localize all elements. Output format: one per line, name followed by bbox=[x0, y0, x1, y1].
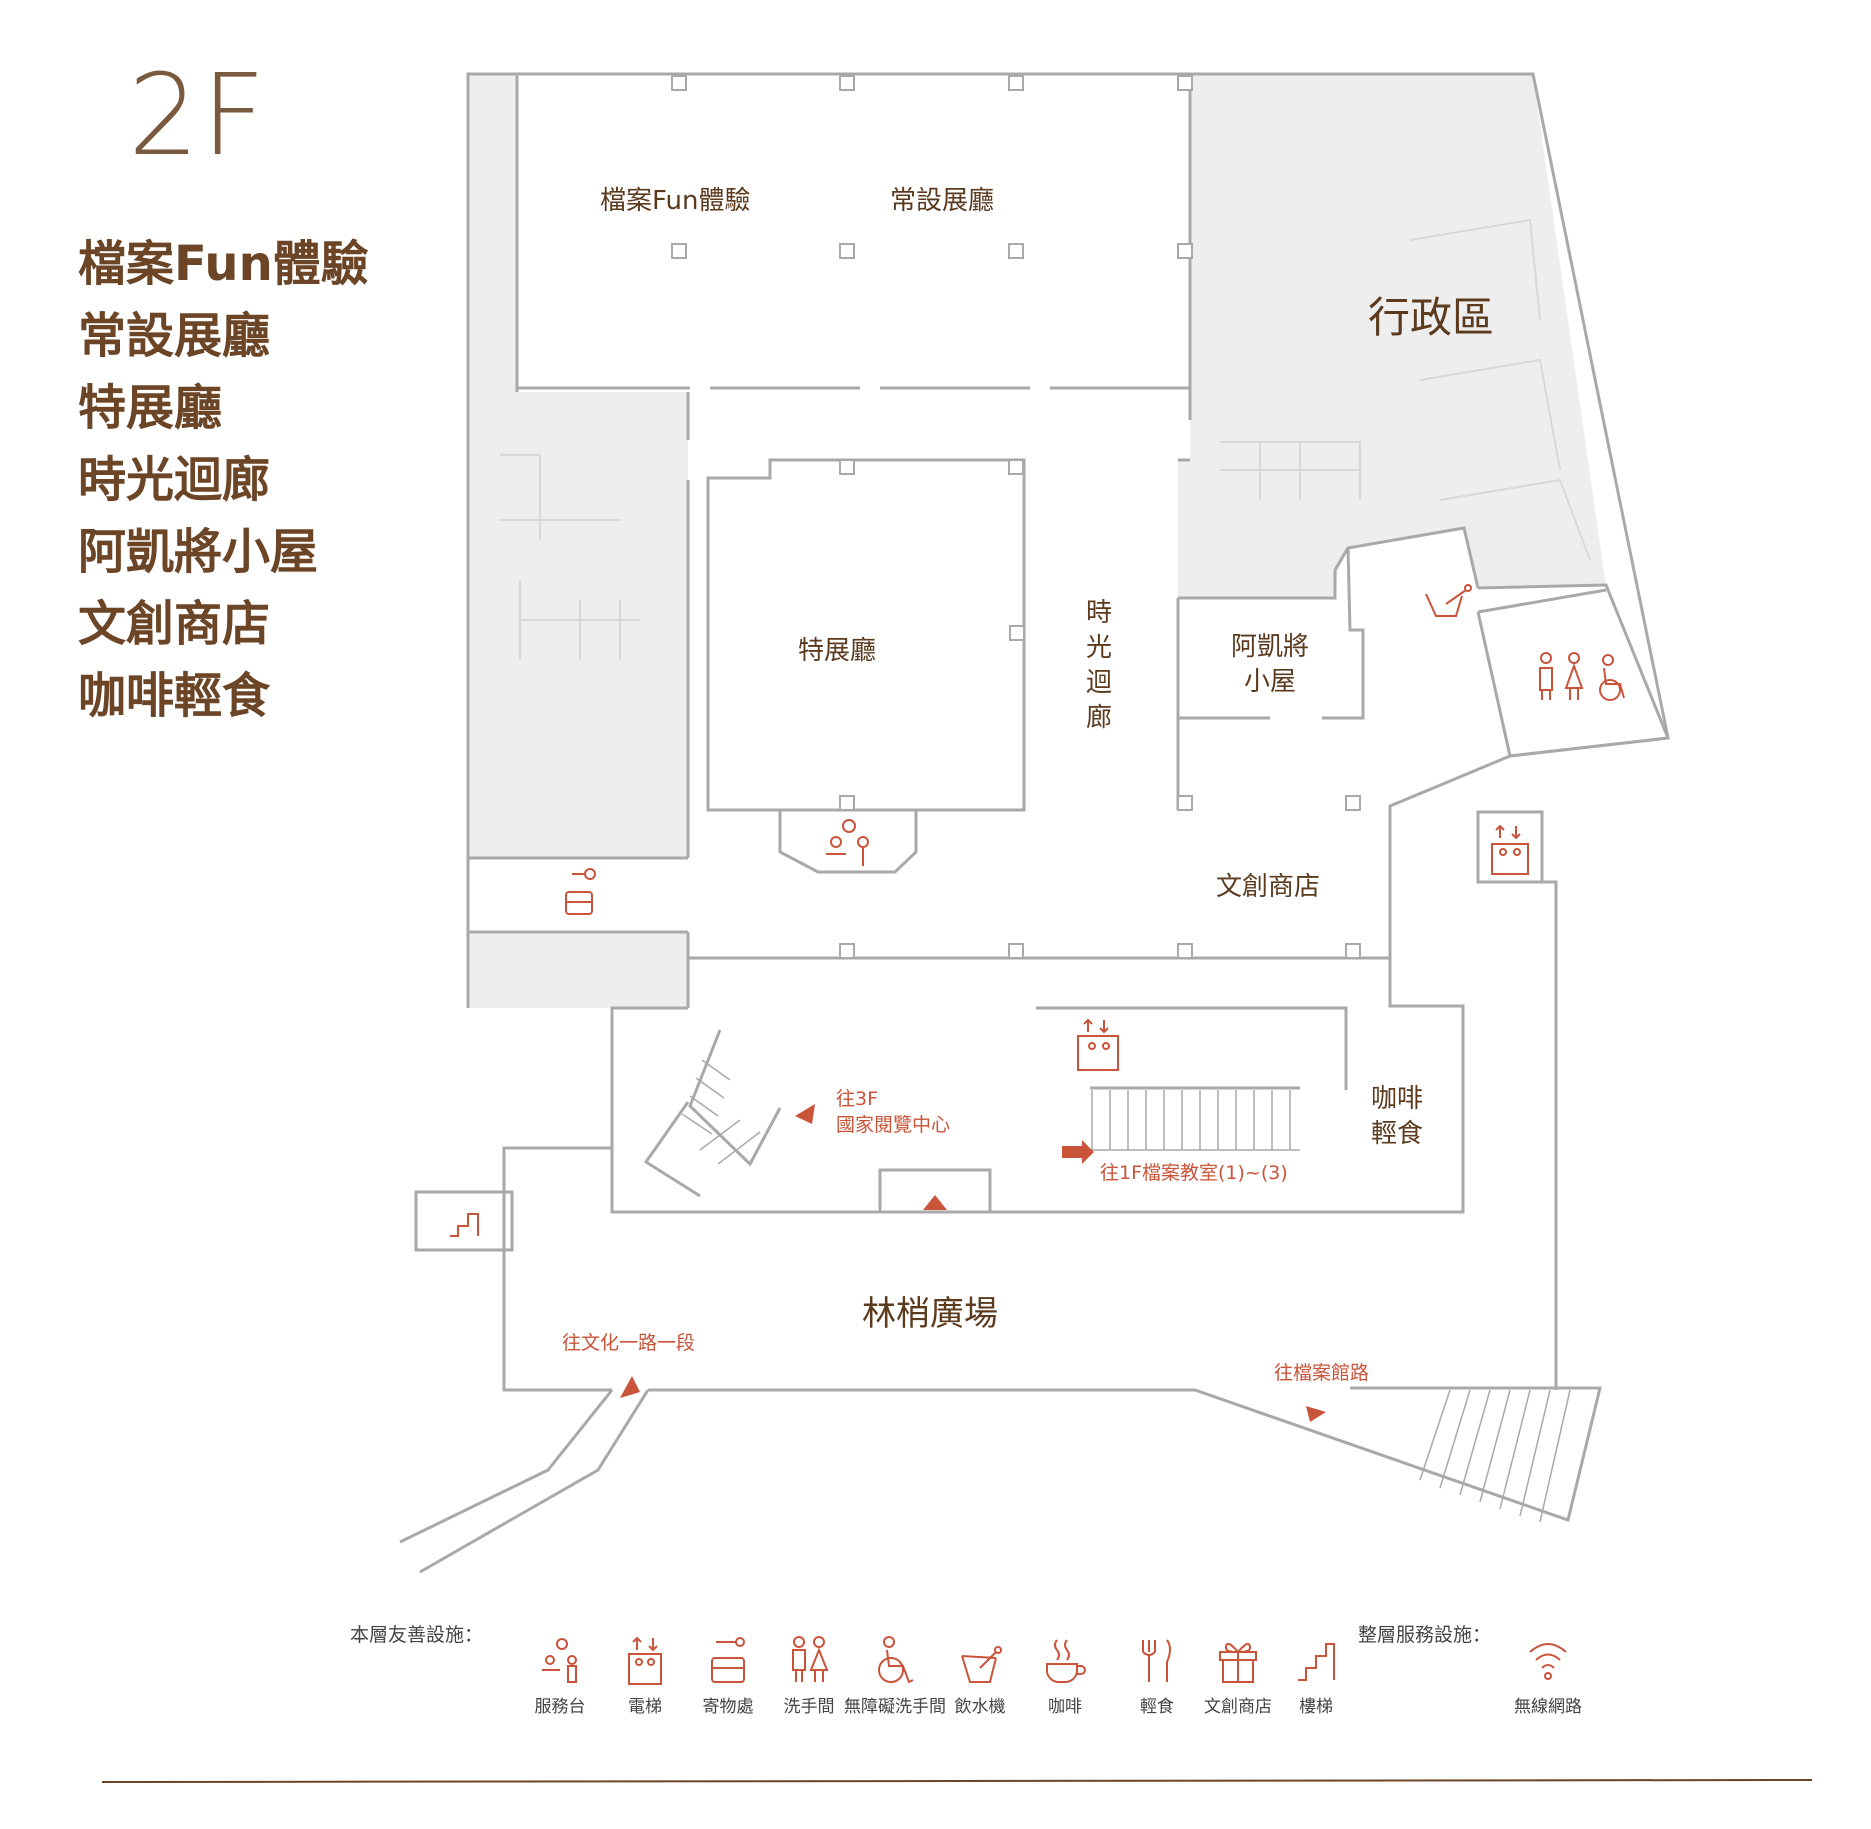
legend-all-title: 整層服務設施： bbox=[1358, 1624, 1492, 1646]
floor-index-item: 咖啡輕食 bbox=[78, 668, 271, 724]
restroom-icon bbox=[792, 1636, 829, 1682]
gift-icon bbox=[1219, 1642, 1257, 1683]
arrows bbox=[620, 1104, 1326, 1422]
columns bbox=[671, 75, 1361, 959]
legend-floor-title: 本層友善設施： bbox=[350, 1624, 484, 1646]
legend-item-restroom: 洗手間 bbox=[754, 1636, 864, 1718]
locker-icon bbox=[565, 868, 596, 915]
floor-index-item: 常設展廳 bbox=[78, 308, 271, 364]
locker-icon bbox=[711, 1637, 745, 1683]
legend-item-elevator: 電梯 bbox=[590, 1636, 700, 1718]
coffee-icon bbox=[1046, 1639, 1086, 1684]
legend-item-light-meal: 輕食 bbox=[1102, 1636, 1212, 1718]
accessible-restroom-icon bbox=[878, 1636, 914, 1684]
room-label-fun: 檔案Fun體驗 bbox=[600, 186, 751, 216]
room-label-corridor: 時光迴廊 bbox=[1085, 598, 1112, 733]
restroom-icon bbox=[1539, 652, 1584, 700]
stair-hatch bbox=[681, 1059, 1571, 1523]
accessible-restroom-icon bbox=[1599, 654, 1625, 701]
room-label-plaza: 林梢廣場 bbox=[862, 1294, 998, 1334]
admin-interiors bbox=[500, 218, 1591, 660]
legend-item-service-desk: 服務台 bbox=[505, 1636, 615, 1718]
fork-knife-icon bbox=[1142, 1639, 1171, 1682]
elevator-icon bbox=[628, 1636, 662, 1685]
elevator-icon bbox=[1491, 824, 1529, 875]
legend-item-stairs: 樓梯 bbox=[1261, 1636, 1371, 1718]
service-desk-icon bbox=[542, 1638, 577, 1683]
legend-item-locker: 寄物處 bbox=[673, 1636, 783, 1718]
legend-item-wifi: 無線網路 bbox=[1493, 1636, 1603, 1718]
room-label-permanent: 常設展廳 bbox=[890, 186, 995, 216]
elevator-icon bbox=[1077, 1018, 1119, 1071]
floor-index-item: 阿凱將小屋 bbox=[78, 524, 319, 580]
floor-index-item: 特展廳 bbox=[78, 380, 223, 436]
legend-item-accessible-restroom: 無障礙洗手間 bbox=[840, 1636, 950, 1718]
direction-road-2: 往檔案館路 bbox=[1274, 1362, 1370, 1384]
stairs-icon bbox=[450, 1213, 479, 1237]
legend-item-water-fountain: 飲水機 bbox=[925, 1636, 1035, 1718]
stairs-icon bbox=[1298, 1643, 1335, 1681]
direction-to-3f: 往3F bbox=[836, 1088, 879, 1110]
direction-road-1: 往文化一路一段 bbox=[562, 1332, 696, 1354]
room-label-shop: 文創商店 bbox=[1216, 872, 1321, 902]
room-label-cafe: 咖啡輕食 bbox=[1370, 1084, 1423, 1149]
direction-reading-center: 國家閱覽中心 bbox=[836, 1114, 951, 1136]
water-fountain-icon bbox=[1425, 584, 1472, 617]
service-desk-icon bbox=[826, 819, 869, 866]
water-fountain-icon bbox=[961, 1646, 1002, 1683]
map-icons bbox=[450, 584, 1625, 1237]
wifi-icon bbox=[1529, 1643, 1567, 1680]
floor-index-item: 檔案Fun體驗 bbox=[78, 236, 369, 292]
floor-title: 2F bbox=[128, 51, 268, 181]
floor-index: 檔案Fun體驗 常設展廳 特展廳 時光迴廊 阿凱將小屋 文創商店 咖啡輕食 bbox=[78, 228, 369, 732]
direction-to-1f: 往1F檔案教室(1)~(3) bbox=[1100, 1162, 1288, 1184]
admin-zone-shade bbox=[468, 74, 1606, 1008]
floor-index-item: 文創商店 bbox=[78, 596, 271, 652]
bottom-rule bbox=[101, 1779, 1813, 1783]
legend-item-gift-shop: 文創商店 bbox=[1183, 1636, 1293, 1718]
room-label-special: 特展廳 bbox=[798, 636, 877, 666]
legend-item-coffee: 咖啡 bbox=[1010, 1636, 1120, 1718]
room-label-akaijiang: 阿凱將小屋 bbox=[1230, 632, 1309, 697]
room-label-admin: 行政區 bbox=[1368, 293, 1495, 342]
floor-index-item: 時光迴廊 bbox=[78, 452, 271, 508]
